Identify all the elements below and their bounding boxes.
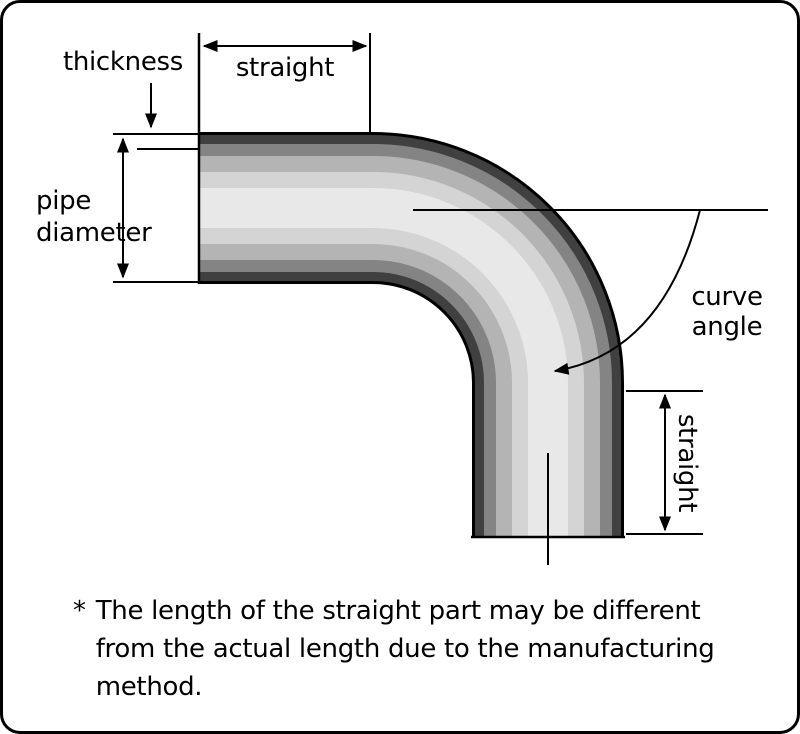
pipe-body bbox=[198, 132, 624, 538]
footnote: * The length of the straight part may be… bbox=[73, 592, 715, 706]
curve-angle-label-line2: angle bbox=[691, 312, 763, 342]
pipe-diameter-label-line1: pipe bbox=[36, 186, 92, 216]
footnote-text: The length of the straight part may be d… bbox=[96, 592, 715, 706]
footnote-line-2: from the actual length due to the manufa… bbox=[95, 634, 715, 664]
thickness-label: thickness bbox=[62, 47, 184, 77]
curve-angle-label-line1: curve bbox=[691, 282, 763, 312]
pipe-diagram bbox=[113, 33, 768, 565]
pipe-diameter-label: pipe diameter bbox=[36, 185, 152, 249]
straight-top-label: straight bbox=[235, 53, 335, 83]
curve-angle-label: curve angle bbox=[671, 282, 783, 342]
pipe-diameter-label-line2: diameter bbox=[36, 218, 152, 248]
footnote-bullet: * bbox=[73, 596, 86, 626]
footnote-line-3: method. bbox=[95, 672, 203, 702]
straight-right-label: straight bbox=[672, 413, 702, 513]
pipe-highlight-layer bbox=[198, 188, 568, 538]
footnote-line-1: The length of the straight part may be d… bbox=[95, 596, 701, 626]
curve-angle-arc bbox=[553, 209, 701, 375]
